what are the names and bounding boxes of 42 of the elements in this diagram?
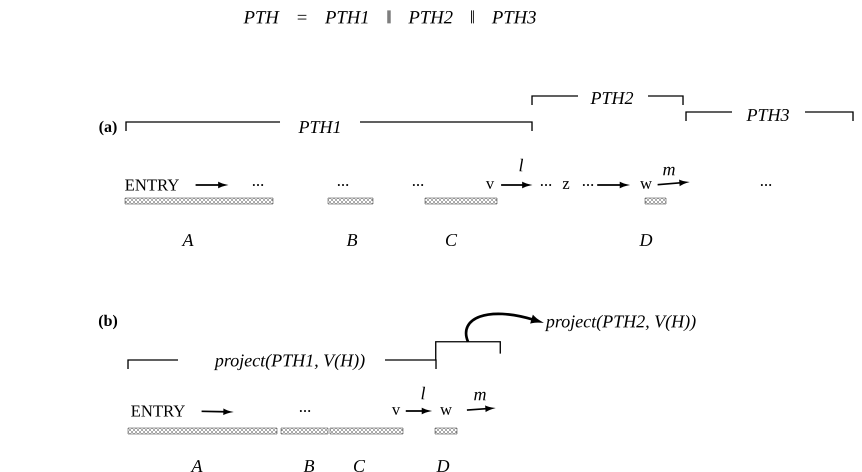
arrow xyxy=(196,182,226,188)
arrow xyxy=(658,180,687,186)
label: ... xyxy=(412,184,424,186)
path-vertex: ENTRY xyxy=(131,406,185,416)
label: D xyxy=(436,460,450,472)
label: (a) xyxy=(99,120,117,136)
label: C xyxy=(446,234,458,246)
edge-label: l xyxy=(519,158,524,172)
path-vertex: ENTRY xyxy=(125,180,179,190)
label: C xyxy=(354,460,366,472)
bracket xyxy=(435,341,501,360)
label: A xyxy=(190,460,203,472)
label: project(PTH1, V(H)) xyxy=(214,354,365,370)
path-vertex: ... xyxy=(540,184,552,186)
label: ... xyxy=(300,410,310,412)
path-vertex: v xyxy=(486,181,494,189)
label: B xyxy=(304,460,314,472)
label: PTH3 xyxy=(746,108,789,122)
path-vertex: w xyxy=(440,407,452,415)
label: (b) xyxy=(98,314,118,330)
edge-label: l xyxy=(421,386,426,400)
path-vertex: v xyxy=(392,407,400,415)
path-vertex: project(PTH2, V(H)) xyxy=(544,314,696,332)
arrow xyxy=(466,406,493,412)
label: PTH1 xyxy=(298,121,340,133)
path-vertex: w xyxy=(640,181,652,189)
label: PTH2 xyxy=(590,92,634,104)
label: A xyxy=(182,234,194,246)
label: ... xyxy=(760,184,772,186)
arrow xyxy=(202,408,231,415)
path-vertex: ... xyxy=(252,184,264,186)
arrow xyxy=(501,182,530,188)
label: ... xyxy=(338,184,348,186)
edge-label: m xyxy=(663,166,675,176)
label: z xyxy=(562,181,570,189)
arrow xyxy=(597,182,628,188)
edge-label: m xyxy=(474,392,486,400)
arrow xyxy=(406,408,429,414)
label: D xyxy=(639,234,652,246)
path-vertex: ... xyxy=(582,184,594,186)
title: PTH = PTH1 ‖ PTH2 ‖ PTH3 xyxy=(243,10,536,24)
label: B xyxy=(346,234,358,246)
